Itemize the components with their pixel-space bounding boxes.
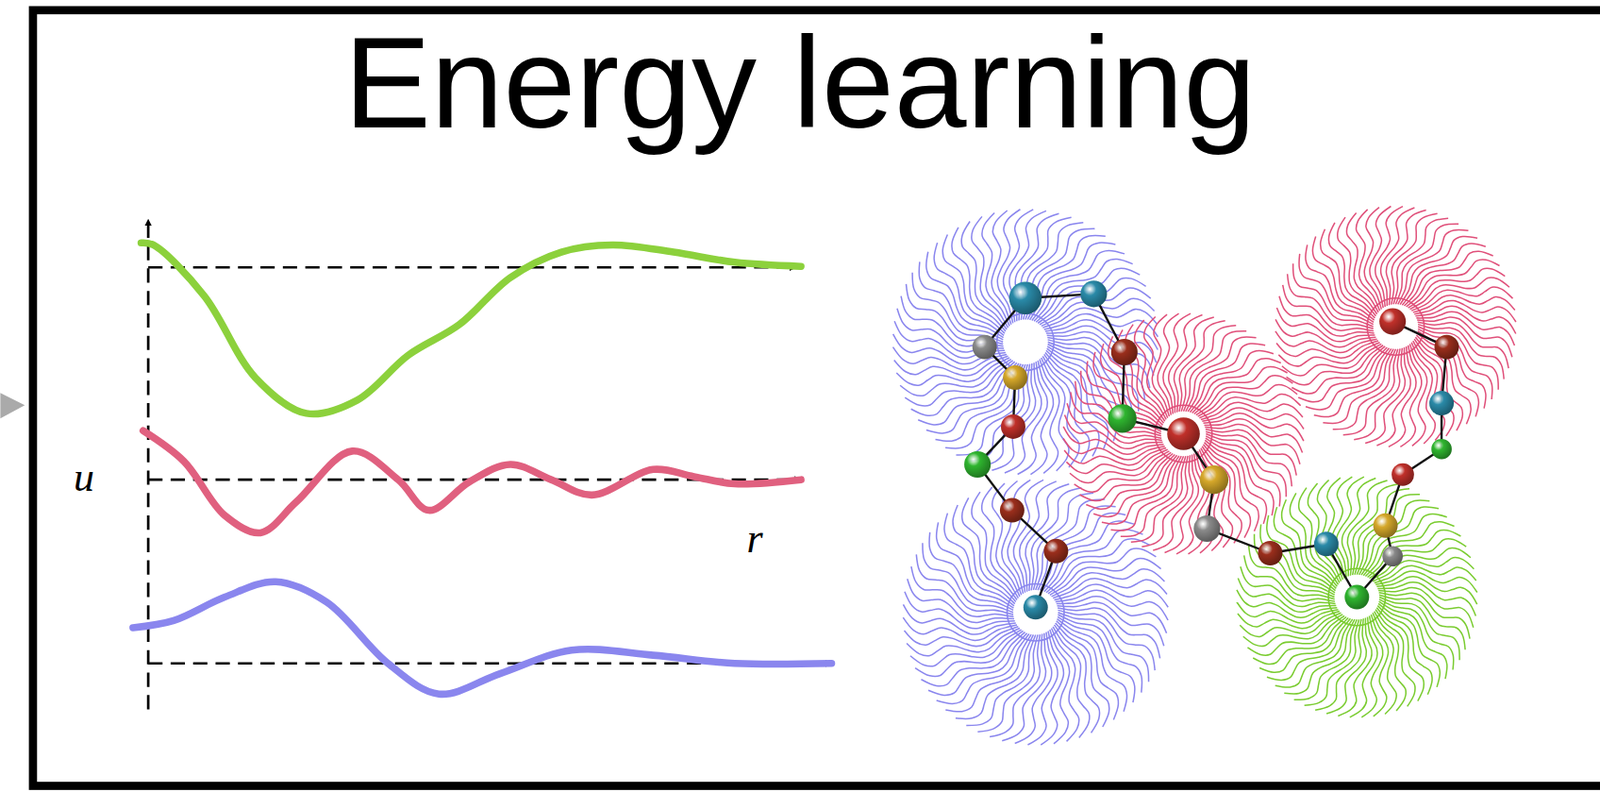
field-ring bbox=[1366, 298, 1425, 356]
axis-label: r bbox=[746, 515, 763, 562]
field-stroke bbox=[911, 566, 1015, 617]
atom-bead bbox=[1023, 594, 1049, 619]
axis-label: u bbox=[73, 453, 95, 500]
field-stroke bbox=[1009, 210, 1047, 321]
molecule-illustration bbox=[892, 205, 1516, 745]
field-stroke bbox=[1379, 592, 1470, 639]
field-stroke bbox=[1356, 494, 1420, 575]
field-stroke bbox=[1027, 632, 1058, 745]
axis-label-holder: r bbox=[746, 517, 763, 560]
field-stroke bbox=[1417, 321, 1509, 368]
field-stroke bbox=[1057, 609, 1155, 670]
atom-bead bbox=[1009, 281, 1043, 315]
atom-bead bbox=[1373, 513, 1399, 538]
field-stroke bbox=[966, 633, 1035, 725]
field-stroke bbox=[1379, 594, 1466, 650]
field-stroke bbox=[1055, 589, 1168, 620]
atom-bead bbox=[1166, 416, 1200, 450]
field-stroke bbox=[1417, 324, 1504, 380]
field-stroke bbox=[1070, 391, 1162, 438]
dashed-axis bbox=[148, 266, 797, 269]
field-ring bbox=[1154, 404, 1213, 463]
field-stroke bbox=[1354, 488, 1410, 575]
field-stroke bbox=[1048, 339, 1146, 400]
radial-field bbox=[1236, 476, 1478, 717]
field-stroke bbox=[904, 591, 1016, 629]
energy-curve bbox=[141, 242, 802, 414]
field-stroke bbox=[1415, 305, 1516, 334]
dashed-axis bbox=[147, 218, 150, 709]
energy-plot bbox=[133, 218, 833, 709]
field-stroke bbox=[1350, 616, 1378, 717]
field-stroke bbox=[902, 603, 1016, 634]
field-stroke bbox=[912, 272, 1003, 342]
atom-bead bbox=[1108, 403, 1137, 433]
title-holder: Energy learning bbox=[344, 16, 1257, 148]
field-stroke bbox=[979, 364, 1030, 467]
urchin-fields bbox=[892, 205, 1516, 745]
frame-border bbox=[33, 10, 1600, 786]
atom-bead bbox=[1193, 515, 1220, 542]
field-ring bbox=[1328, 567, 1386, 626]
axis-label-holder: u bbox=[73, 456, 95, 499]
atom-bead bbox=[1002, 365, 1028, 390]
atom-bead bbox=[1200, 465, 1229, 494]
atom-bead bbox=[1379, 308, 1406, 335]
field-stroke bbox=[1015, 633, 1052, 744]
atom-bead bbox=[1000, 414, 1026, 439]
field-stroke bbox=[1336, 476, 1365, 577]
field-stroke bbox=[989, 633, 1040, 737]
field-stroke bbox=[1063, 426, 1164, 454]
title: Energy learning bbox=[344, 9, 1257, 155]
atom-bead bbox=[972, 334, 998, 360]
field-stroke bbox=[1236, 589, 1337, 617]
atom-bead bbox=[1433, 334, 1459, 360]
field-stroke bbox=[1376, 576, 1477, 604]
field-stroke bbox=[1031, 487, 1082, 591]
atom-bead bbox=[1043, 538, 1068, 564]
field-stroke bbox=[893, 333, 1006, 365]
field-stroke bbox=[1163, 313, 1191, 414]
atom-bead bbox=[1080, 280, 1107, 307]
atom-bead bbox=[1257, 540, 1283, 566]
atom-bead bbox=[1000, 498, 1025, 523]
radial-field bbox=[902, 479, 1168, 745]
field-stroke bbox=[1388, 346, 1417, 447]
field-ring bbox=[1006, 583, 1065, 641]
atom-bead bbox=[1111, 338, 1138, 366]
energy-curve bbox=[143, 430, 801, 533]
atom-bead bbox=[1344, 584, 1369, 610]
field-stroke bbox=[1066, 402, 1163, 443]
atom-bead bbox=[964, 450, 991, 478]
field-stroke bbox=[922, 542, 1014, 612]
field-stroke bbox=[1056, 596, 1167, 634]
energy-curve bbox=[133, 581, 833, 694]
field-stroke bbox=[1203, 413, 1304, 441]
atom-bead bbox=[1431, 438, 1452, 460]
radial-field bbox=[1275, 205, 1517, 447]
field-stroke bbox=[1075, 381, 1162, 436]
atom-bead bbox=[1391, 463, 1415, 486]
field-stroke bbox=[1019, 481, 1057, 592]
atom-bead bbox=[1382, 545, 1403, 567]
incoming-arrow bbox=[0, 392, 25, 418]
field-stroke bbox=[1057, 607, 1161, 658]
field-stroke bbox=[1046, 325, 1157, 363]
atom-bead bbox=[1429, 390, 1454, 416]
field-stroke bbox=[1058, 612, 1150, 682]
field-stroke bbox=[1047, 337, 1150, 388]
atom-bead bbox=[1314, 531, 1339, 556]
field-stroke bbox=[1275, 318, 1376, 347]
field-stroke bbox=[1375, 206, 1403, 307]
